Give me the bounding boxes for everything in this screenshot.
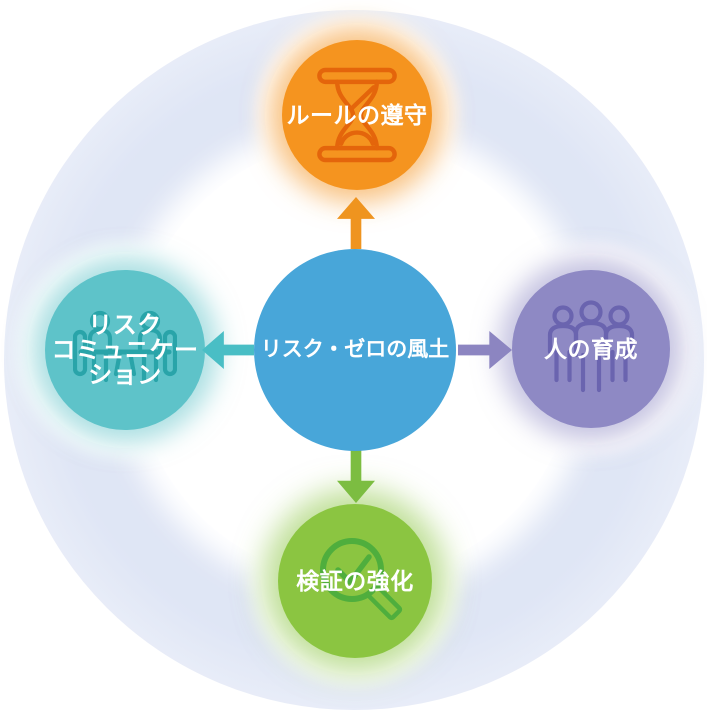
node-verification: 検証の強化: [278, 504, 432, 658]
people-group-icon: [547, 300, 635, 393]
node-risk-zero-culture: リスク・ゼロの風土: [254, 249, 456, 451]
risk-zero-culture-label: リスク・ゼロの風土: [260, 337, 450, 361]
node-people-development: 人の育成: [512, 270, 670, 428]
magnifier-check-icon: [320, 538, 403, 621]
meeting-table-icon: [73, 310, 177, 383]
node-risk-communication: リスク コミュニケー ション: [45, 270, 205, 430]
people-development-label: 人の育成: [544, 335, 638, 362]
verification-label: 検証の強化: [296, 567, 414, 594]
risk-communication-label: リスク コミュニケー ション: [51, 311, 199, 389]
rule-compliance-label: ルールの遵守: [286, 101, 428, 128]
node-rule-compliance: ルールの遵守: [282, 40, 432, 190]
hourglass-icon: [317, 67, 397, 163]
